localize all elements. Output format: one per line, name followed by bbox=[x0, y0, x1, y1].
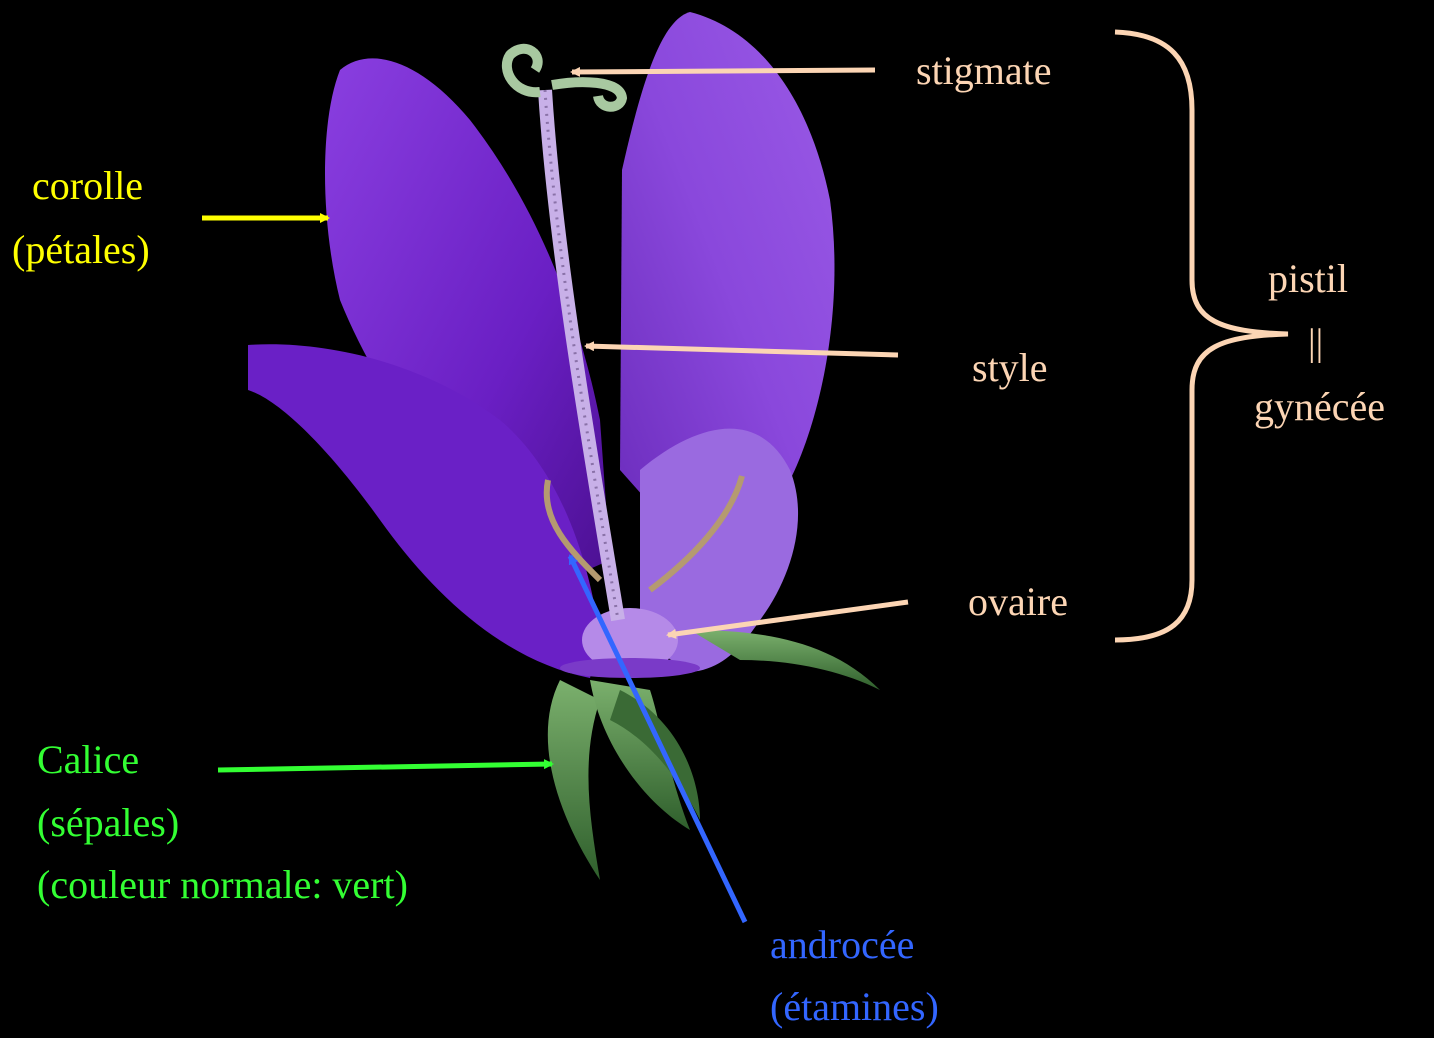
label-stigmate: stigmate bbox=[916, 40, 1052, 102]
label-sepales: (sépales) bbox=[37, 792, 179, 854]
label-calice: Calice bbox=[37, 729, 139, 791]
ovaire-arrow bbox=[668, 602, 908, 635]
stigmate-arrow bbox=[572, 70, 875, 72]
label-couleur: (couleur normale: vert) bbox=[37, 854, 408, 916]
style-arrow bbox=[586, 346, 898, 355]
label-petales: (pétales) bbox=[12, 219, 150, 281]
label-style: style bbox=[972, 337, 1048, 399]
label-pistil: pistil bbox=[1268, 248, 1348, 310]
label-etamines: (étamines) bbox=[770, 976, 939, 1038]
label-equiv: || bbox=[1308, 312, 1323, 374]
label-androcee: androcée bbox=[770, 914, 914, 976]
androcee-arrow bbox=[570, 556, 745, 922]
bracket-brace bbox=[1115, 32, 1288, 640]
label-corolle: corolle bbox=[32, 155, 143, 217]
calice-arrow bbox=[218, 764, 552, 770]
label-gynecee: gynécée bbox=[1254, 376, 1385, 438]
label-ovaire: ovaire bbox=[968, 571, 1068, 633]
